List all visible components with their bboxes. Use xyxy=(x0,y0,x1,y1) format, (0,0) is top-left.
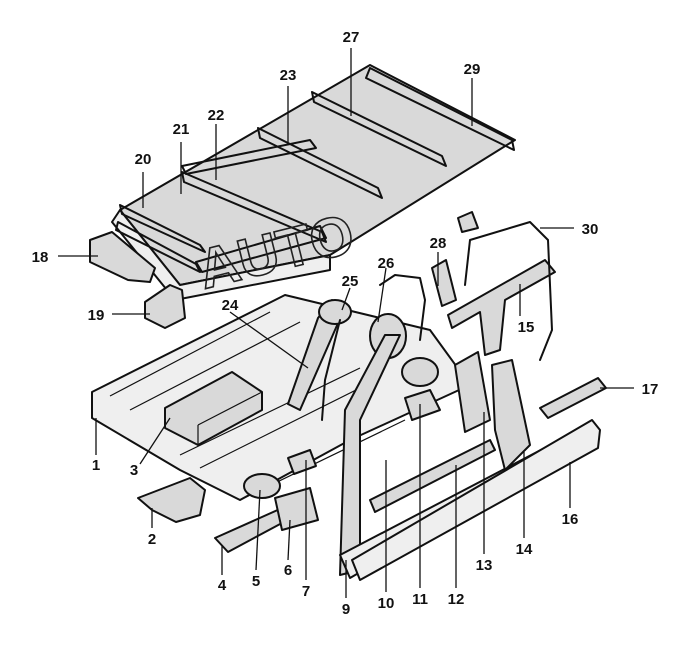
callout-25: 25 xyxy=(342,273,359,290)
door-frame-part-30 xyxy=(457,211,553,361)
callout-10: 10 xyxy=(378,595,395,612)
roof-bow-22 xyxy=(181,139,327,243)
callout-27: 27 xyxy=(343,29,360,46)
bracket-part-6 xyxy=(274,487,319,531)
callout-26: 26 xyxy=(378,255,395,272)
roof-bow-29 xyxy=(365,67,515,151)
callout-2: 2 xyxy=(148,531,156,548)
bracket-part-13 xyxy=(454,351,491,433)
callout-16: 16 xyxy=(562,511,579,528)
a-pillar-part-9 xyxy=(339,334,401,576)
callout-6: 6 xyxy=(284,562,292,579)
callout-20: 20 xyxy=(135,151,152,168)
callout-21: 21 xyxy=(173,121,190,138)
callout-22: 22 xyxy=(208,107,225,124)
panel-part-19 xyxy=(144,284,186,329)
b-pillar-part-14 xyxy=(491,359,531,471)
bracket-part-5 xyxy=(243,473,281,499)
roof-bow-27 xyxy=(311,91,447,167)
callout-1: 1 xyxy=(92,457,100,474)
callout-13: 13 xyxy=(476,557,493,574)
callout-29: 29 xyxy=(464,61,481,78)
callout-9: 9 xyxy=(342,601,350,618)
callout-3: 3 xyxy=(130,462,138,479)
callout-30: 30 xyxy=(582,221,599,238)
callout-23: 23 xyxy=(280,67,297,84)
panel-part-18 xyxy=(89,231,156,283)
roof-bow-23 xyxy=(257,127,383,199)
callout-5: 5 xyxy=(252,573,260,590)
callout-28: 28 xyxy=(430,235,447,252)
callout-24: 24 xyxy=(222,297,239,314)
roof-bow-20 xyxy=(115,204,327,273)
callout-7: 7 xyxy=(302,583,310,600)
callout-18: 18 xyxy=(32,249,49,266)
panel-part-28 xyxy=(431,259,457,307)
bracket-part-7 xyxy=(287,449,317,475)
bracket-part-11 xyxy=(401,357,441,421)
callout-19: 19 xyxy=(88,307,105,324)
cross-member-part-15 xyxy=(447,259,556,356)
sill-plate-part-17 xyxy=(539,377,607,419)
callout-12: 12 xyxy=(448,591,465,608)
callout-labels: 1 2 3 4 5 6 7 8 9 10 11 12 13 14 15 16 1… xyxy=(32,29,659,618)
callout-15: 15 xyxy=(518,319,535,336)
callout-4: 4 xyxy=(218,577,227,594)
rocker-panel-part-16 xyxy=(351,419,601,581)
callout-14: 14 xyxy=(516,541,533,558)
leader-lines xyxy=(58,48,634,598)
roof-panel xyxy=(111,64,516,301)
rail-part-12 xyxy=(369,439,496,513)
bracket-part-2 xyxy=(137,477,206,523)
callout-17: 17 xyxy=(642,381,659,398)
box-part-3 xyxy=(164,371,263,446)
callout-11: 11 xyxy=(412,591,428,608)
